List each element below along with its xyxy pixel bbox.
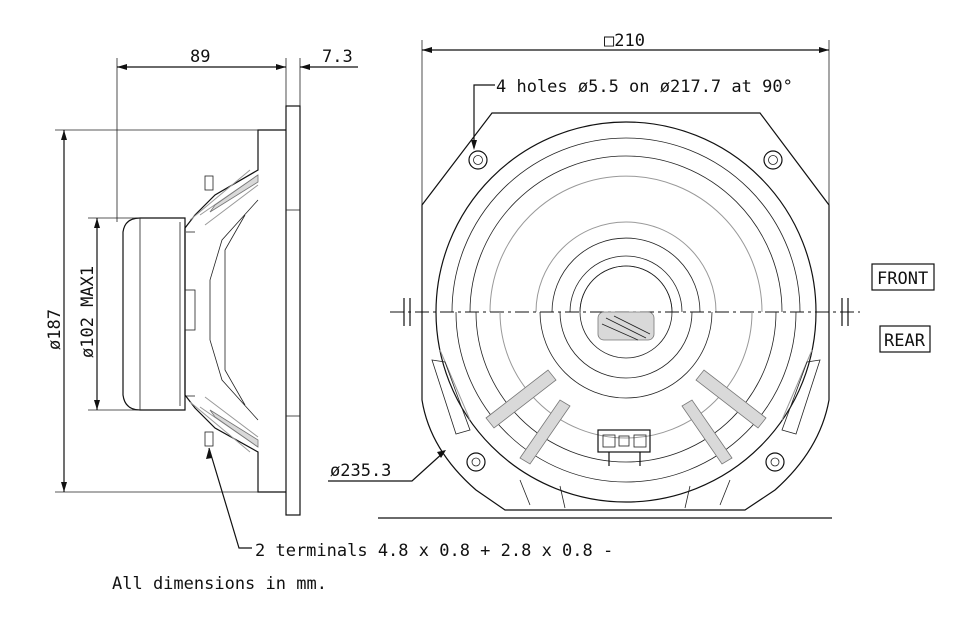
dim-outer-dia: ø187: [45, 309, 65, 350]
dim-magnet-dia: ø102 MAX1: [78, 266, 98, 358]
side-magnet: [122, 217, 186, 411]
holes-note: 4 holes ø5.5 on ø217.7 at 90°: [496, 77, 793, 97]
dim-square: □210: [604, 31, 645, 51]
dim-rear-dia: ø235.3: [330, 461, 391, 481]
front-rear-view: [328, 40, 860, 519]
side-dimensions: [55, 58, 358, 549]
rear-frame: [421, 312, 830, 511]
front-label: FRONT: [877, 269, 928, 289]
dim-depth: 89: [190, 47, 210, 67]
units-note: All dimensions in mm.: [112, 574, 327, 594]
terminals-note: 2 terminals 4.8 x 0.8 + 2.8 x 0.8 -: [255, 541, 613, 561]
rear-label: REAR: [884, 331, 926, 351]
dim-flange: 7.3: [322, 47, 353, 67]
front-frame: [421, 112, 830, 312]
side-flange: [285, 105, 301, 516]
terminal-block: [597, 429, 651, 453]
side-basket: [184, 129, 286, 493]
side-view: [122, 105, 301, 516]
